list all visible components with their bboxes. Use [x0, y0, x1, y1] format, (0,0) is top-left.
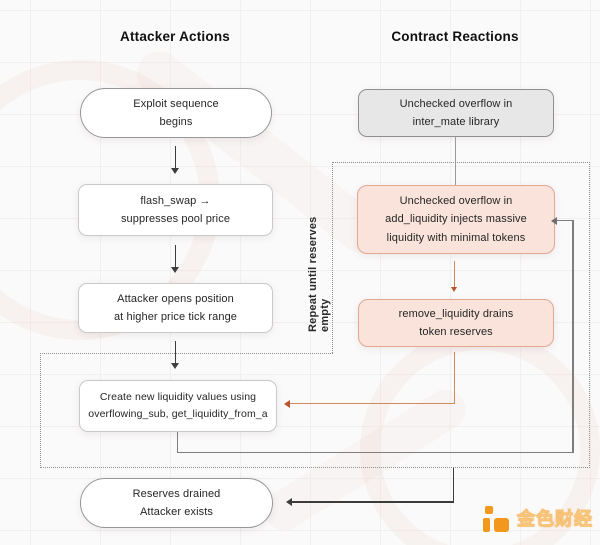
- arrow-down-icon: [171, 168, 179, 174]
- node-flash-swap: flash_swap → suppresses pool price: [78, 184, 273, 236]
- arrow-down-icon: [450, 287, 457, 292]
- column-header-attacker-actions: Attacker Actions: [120, 29, 230, 44]
- node-label: Unchecked overflow in inter_mate library: [399, 97, 513, 128]
- node-create-new-liquidity: Create new liquidity values using overfl…: [79, 380, 277, 432]
- arrow-down-icon: [171, 363, 179, 369]
- node-reserves-drained: Reserves drained Attacker exists: [80, 478, 273, 528]
- connector-removeliquidity-to-create-v: [453, 352, 455, 404]
- arrow-left-icon: [551, 216, 557, 225]
- arrow-left-icon: [284, 399, 290, 408]
- node-unchecked-overflow-library: Unchecked overflow in inter_mate library: [358, 89, 554, 137]
- arrow-down-icon: [171, 267, 179, 273]
- node-label: remove_liquidity drains token reserves: [398, 307, 514, 338]
- dotted-loop-region-right: [332, 162, 590, 353]
- node-unchecked-overflow-add-liquidity: Unchecked overflow in add_liquidity inje…: [357, 185, 555, 254]
- connector-exploit-to-flashswap: [174, 146, 176, 168]
- dotted-loop-region-bottom: [40, 353, 590, 468]
- connector-addliquidity-to-removeliquidity: [453, 261, 455, 287]
- node-label: Exploit sequence begins: [133, 97, 219, 128]
- connector-removeliquidity-to-create-h: [290, 402, 455, 404]
- node-attacker-opens-position: Attacker opens position at higher price …: [78, 283, 273, 333]
- node-label: Attacker opens position at higher price …: [113, 292, 238, 323]
- connector-library-to-addliquidity: [454, 137, 456, 185]
- node-label: Reserves drained Attacker exists: [132, 487, 221, 518]
- node-label: flash_swap → suppresses pool price: [120, 194, 231, 225]
- node-remove-liquidity-drains: remove_liquidity drains token reserves: [358, 299, 554, 347]
- dotted-loop-region-step: [40, 353, 333, 354]
- connector-exit-h: [292, 501, 454, 503]
- loop-connector-up: [572, 220, 574, 453]
- connector-position-to-create: [174, 341, 176, 363]
- arrow-left-icon: [286, 498, 292, 506]
- loop-label: Repeat until reserves empty: [307, 216, 331, 332]
- connector-flashswap-to-position: [174, 245, 176, 267]
- jinse-brand-text: 金色财经: [517, 509, 593, 530]
- loop-connector-down: [176, 432, 178, 452]
- node-exploit-sequence-begins: Exploit sequence begins: [80, 88, 272, 138]
- jinse-finance-watermark: 金色财经: [483, 506, 593, 533]
- node-label: Unchecked overflow in add_liquidity inje…: [385, 195, 527, 244]
- column-header-contract-reactions: Contract Reactions: [391, 29, 519, 44]
- node-label: Create new liquidity values using overfl…: [88, 390, 268, 420]
- loop-connector-bottom: [176, 451, 574, 453]
- jinse-logo-icon: [483, 506, 510, 533]
- connector-exit-v: [452, 468, 454, 502]
- loop-connector-top: [557, 219, 573, 221]
